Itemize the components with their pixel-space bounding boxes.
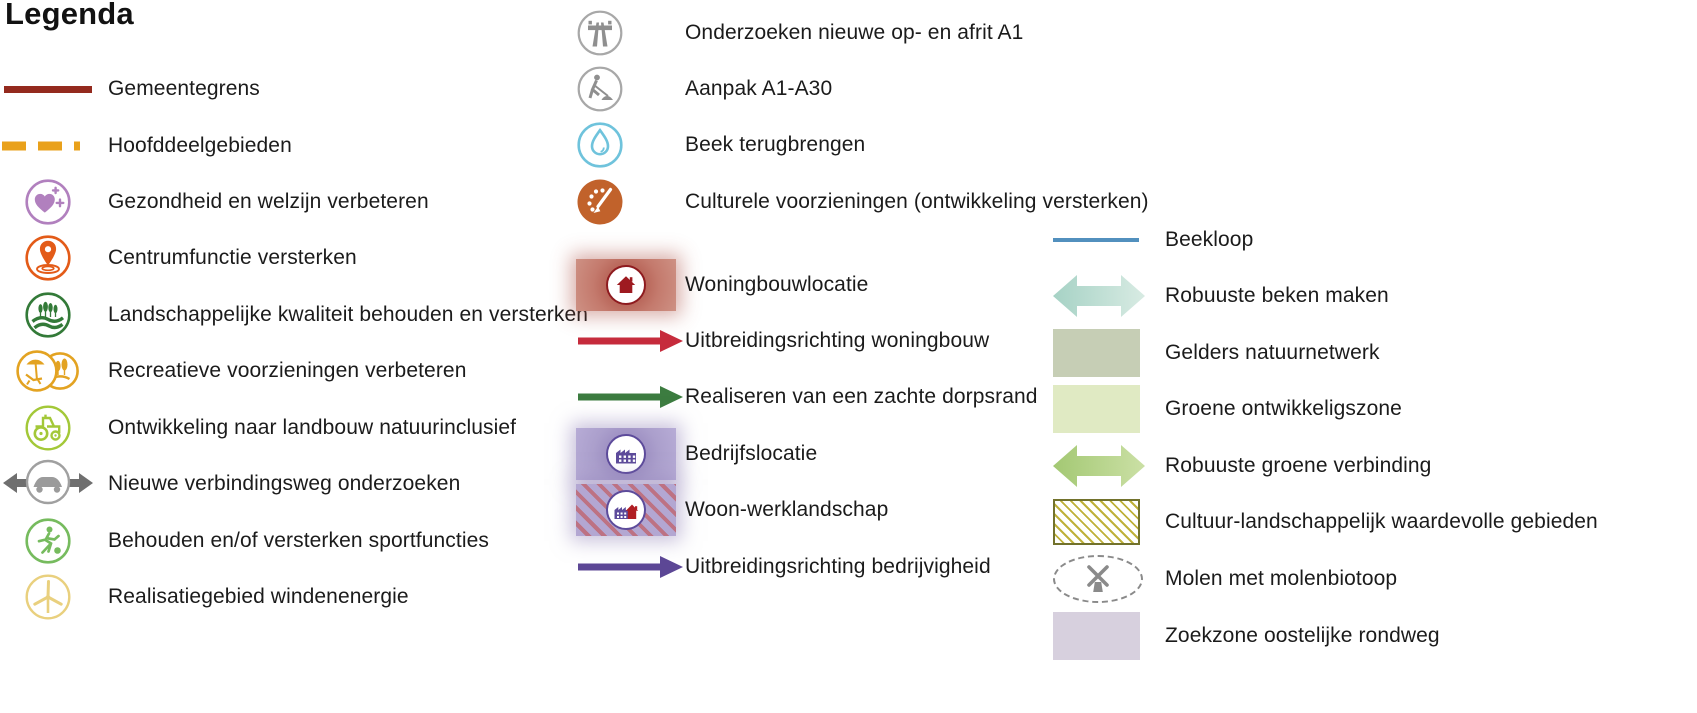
legend-label: Culturele voorzieningen (ontwikkeling ve… — [685, 190, 1149, 213]
hatched-square-swatch — [1040, 499, 1165, 545]
legend-item-landbouw-natuurinclusief: Ontwikkeling naar landbouw natuurinclusi… — [0, 400, 516, 456]
legend-item-windenenergie: Realisatiegebied windenenergie — [0, 569, 409, 625]
legend-label: Centrumfunctie versterken — [108, 246, 357, 269]
legend-item-centrumfunctie: Centrumfunctie versterken — [0, 230, 357, 286]
legend-label: Nieuwe verbindingsweg onderzoeken — [108, 472, 461, 495]
legend-label: Uitbreidingsrichting bedrijvigheid — [685, 555, 991, 578]
legend-item-zoekzone-rondweg: Zoekzone oostelijke rondweg — [1040, 608, 1440, 664]
legend-label: Gelders natuurnetwerk — [1165, 341, 1380, 364]
recreation-icon — [0, 347, 96, 395]
legend-label: Robuuste beken maken — [1165, 284, 1389, 307]
legend-label: Onderzoeken nieuwe op- en afrit A1 — [685, 21, 1024, 44]
legend-item-recreatieve-voorzieningen: Recreatieve voorzieningen verbeteren — [0, 343, 466, 399]
legend-item-bedrijfslocatie: Bedrijfslocatie — [560, 426, 817, 482]
legend-label: Gemeentegrens — [108, 77, 260, 100]
light-green-square-swatch — [1040, 385, 1165, 433]
legend-label: Ontwikkeling naar landbouw natuurinclusi… — [108, 416, 517, 439]
legend-item-landschappelijke-kwaliteit: Landschappelijke kwaliteit behouden en v… — [0, 287, 588, 343]
legend-label: Aanpak A1-A30 — [685, 77, 833, 100]
palette-icon — [560, 178, 685, 226]
landscape-trees-icon — [0, 291, 96, 339]
legend-item-molen: Molen met molenbiotoop — [1040, 551, 1397, 607]
legend-item-op-afrit-a1: Onderzoeken nieuwe op- en afrit A1 — [560, 5, 1023, 61]
runner-ball-icon — [0, 517, 96, 565]
legend-label: Zoekzone oostelijke rondweg — [1165, 624, 1440, 647]
solid-line-swatch — [0, 85, 96, 93]
legend-item-gemeentegrens: Gemeentegrens — [0, 61, 260, 117]
legend-item-woon-werklandschap: Woon-werklandschap — [560, 482, 888, 538]
legend-item-beekloop: Beekloop — [1040, 212, 1253, 268]
wind-turbine-icon — [0, 573, 96, 621]
legend-item-aanpak-a1-a30: Aanpak A1-A30 — [560, 61, 832, 117]
green-arrow-right-icon — [560, 384, 685, 410]
legend-label: Uitbreidingsrichting woningbouw — [685, 329, 990, 352]
windmill-icon — [1087, 565, 1109, 592]
legend-item-hoofddeelgebieden: Hoofddeelgebieden — [0, 118, 292, 174]
legend-item-sportfuncties: Behouden en/of versterken sportfuncties — [0, 513, 489, 569]
legend-label: Behouden en/of versterken sportfuncties — [108, 529, 489, 552]
legend-item-cultuur-landschappelijk: Cultuur-landschappelijk waardevolle gebi… — [1040, 494, 1598, 550]
legend-item-groene-ontwikkeligszone: Groene ontwikkeligszone — [1040, 381, 1402, 437]
tractor-icon — [0, 404, 96, 452]
legend-item-woningbouwlocatie: Woningbouwlocatie — [560, 257, 868, 313]
red-arrow-right-icon — [560, 328, 685, 354]
factory-house-striped-swatch — [560, 484, 685, 536]
roadworks-icon — [560, 65, 685, 113]
legend-item-beek-terugbrengen: Beek terugbrengen — [560, 117, 865, 173]
house-icon — [606, 265, 646, 305]
lilac-square-swatch — [1040, 612, 1165, 660]
legend-label: Gezondheid en welzijn verbeteren — [108, 190, 429, 213]
legend-label: Molen met molenbiotoop — [1165, 567, 1398, 590]
legend-label: Recreatieve voorzieningen verbeteren — [108, 359, 467, 382]
legend-label: Realiseren van een zachte dorpsrand — [685, 385, 1038, 408]
legend-label: Bedrijfslocatie — [685, 442, 818, 465]
factory-icon — [606, 434, 646, 474]
legend-label: Groene ontwikkeligszone — [1165, 397, 1402, 420]
legend-item-uitbreiding-woningbouw: Uitbreidingsrichting woningbouw — [560, 313, 989, 369]
legend-label: Woningbouwlocatie — [685, 273, 869, 296]
green-double-arrow-icon — [1040, 441, 1165, 491]
legend-label: Hoofddeelgebieden — [108, 134, 292, 157]
legend-item-robuuste-groene-verbinding: Robuuste groene verbinding — [1040, 438, 1431, 494]
legend-item-gelders-natuurnetwerk: Gelders natuurnetwerk — [1040, 325, 1380, 381]
green-square-swatch — [1040, 329, 1165, 377]
windmill-ellipse-icon — [1040, 555, 1165, 603]
house-glow-swatch — [560, 259, 685, 311]
water-drop-icon — [560, 121, 685, 169]
blue-line-swatch — [1040, 238, 1165, 242]
location-pin-icon — [0, 234, 96, 282]
legend-label: Cultuur-landschappelijk waardevolle gebi… — [1165, 510, 1598, 533]
legend-label: Beek terugbrengen — [685, 133, 866, 156]
factory-glow-swatch — [560, 428, 685, 480]
purple-arrow-right-icon — [560, 554, 685, 580]
legend-label: Beekloop — [1165, 228, 1254, 251]
teal-double-arrow-icon — [1040, 271, 1165, 321]
legend-item-culturele-voorzieningen: Culturele voorzieningen (ontwikkeling ve… — [560, 174, 1149, 230]
legend-title: Legenda — [5, 0, 134, 31]
heart-plus-icon — [0, 178, 96, 226]
factory-house-icon — [606, 490, 646, 530]
motorway-icon — [560, 9, 685, 57]
legend-item-nieuwe-verbindingsweg: Nieuwe verbindingsweg onderzoeken — [0, 456, 460, 512]
legend-item-robuuste-beken: Robuuste beken maken — [1040, 268, 1389, 324]
legend-item-zachte-dorpsrand: Realiseren van een zachte dorpsrand — [560, 369, 1038, 425]
legend-label: Robuuste groene verbinding — [1165, 454, 1432, 477]
car-double-arrow-icon — [0, 456, 96, 512]
legend-label: Woon-werklandschap — [685, 498, 889, 521]
legend-item-uitbreiding-bedrijvigheid: Uitbreidingsrichting bedrijvigheid — [560, 539, 991, 595]
legend-item-gezondheid: Gezondheid en welzijn verbeteren — [0, 174, 429, 230]
dashed-line-swatch — [0, 141, 96, 151]
legend-label: Landschappelijke kwaliteit behouden en v… — [108, 303, 589, 326]
legend-label: Realisatiegebied windenenergie — [108, 585, 409, 608]
